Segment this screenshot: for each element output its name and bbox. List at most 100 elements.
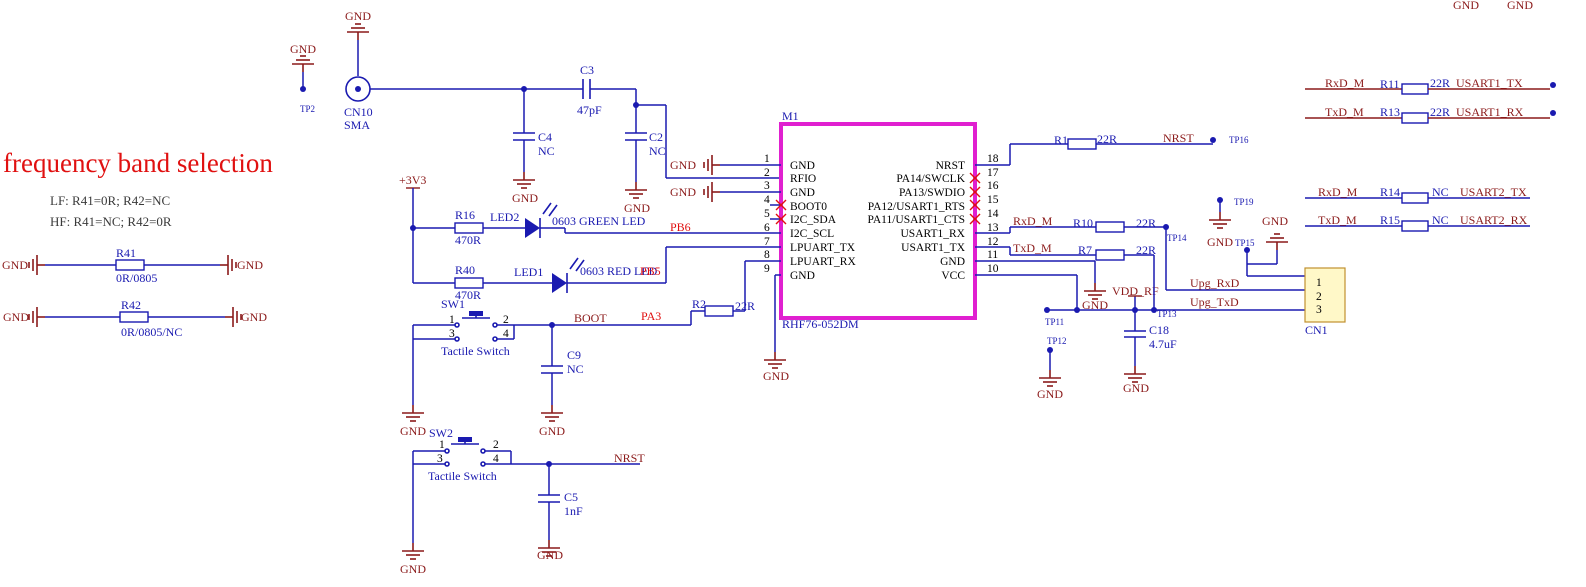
module-part: RHF76-052DM [782,317,859,331]
resistor-r10 [1095,221,1125,233]
pin-number: 4 [764,194,770,206]
sw2-ref: SW2 [429,426,453,440]
net-nrst: NRST [614,451,645,465]
gnd-label: GND [670,185,696,199]
r11-ref: R11 [1380,77,1400,91]
connector-cn1 [1304,267,1346,323]
r41-ref: R41 [116,246,136,260]
pin-name: RFIO [790,173,816,185]
note-hf: HF: R41=NC; R42=0R [50,214,172,229]
tp14-label: TP14 [1167,233,1187,243]
pin-number: 9 [764,263,770,275]
c18-ref: C18 [1149,323,1169,337]
pin-name: LPUART_RX [790,256,856,268]
gnd-label: GND [400,424,426,438]
pin-number: 11 [987,249,998,261]
r15-value: NC [1432,213,1449,227]
resistor-r11 [1401,83,1429,95]
c9-ref: C9 [567,348,581,362]
sw1-actuator [469,311,483,316]
pin-number: 16 [987,180,999,192]
gnd-symbol [703,181,721,203]
gnd-symbol [219,254,237,276]
gnd-label: GND [512,191,538,205]
gnd-symbol [624,181,648,199]
gnd-symbol [1208,211,1232,229]
pin-name: I2C_SCL [790,228,834,240]
module-m1-outline [779,122,977,320]
tp19-label: TP19 [1234,197,1254,207]
gnd-label: GND [763,369,789,383]
pin-number: 17 [987,167,999,179]
c18-value: 4.7uF [1149,337,1177,351]
pin-name: GND [790,270,815,282]
r11-value: 22R [1430,76,1450,90]
c3-ref: C3 [580,63,594,77]
resistor-r1 [1067,138,1097,150]
c9-value: NC [567,362,584,376]
led2-ref: LED2 [490,210,519,224]
tp13-label: TP13 [1157,309,1177,319]
gnd-label: GND [290,42,316,56]
page-title: frequency band selection [3,148,273,178]
pin-number: 12 [987,236,999,248]
gnd-symbol [224,306,242,328]
sw2-pin: 2 [493,439,499,451]
resistor-r7 [1095,249,1125,261]
gnd-symbol [540,404,564,422]
r1-value: 22R [1097,132,1117,146]
gnd-symbol [1083,282,1107,300]
cn1-pin: 3 [1316,304,1322,316]
gnd-label: GND [539,424,565,438]
net-rxd-m: RxD_M [1325,76,1365,90]
pin-number: 15 [987,194,999,206]
gnd-symbol [346,23,370,41]
gnd-symbol [512,171,536,189]
gnd-label: GND [241,310,267,324]
pin-name: LPUART_TX [790,242,856,254]
note-lf: LF: R41=0R; R42=NC [50,193,170,208]
cn10-ref: CN10 [344,105,373,119]
led2-diode [525,218,540,238]
gnd-label: GND [2,258,28,272]
led2-value: 0603 GREEN LED [552,214,646,228]
gnd-symbol [763,351,787,369]
sw1-pin: 2 [503,314,509,326]
net-pb6: PB6 [670,220,691,234]
led1-diode [552,273,567,293]
resistor-r40 [454,277,484,289]
gnd-label: GND [1037,387,1063,401]
pin-number: 18 [987,153,999,165]
r40-value: 470R [455,288,481,302]
net-upg-txd: Upg_TxD [1190,295,1239,309]
net-rxd-m: RxD_M [1013,214,1053,228]
net-txd-m: TxD_M [1325,105,1364,119]
net-pa3: PA3 [641,309,661,323]
gnd-symbol [1265,233,1289,251]
gnd-symbol [401,404,425,422]
net-usart2-rx: USART2_RX [1460,213,1528,227]
pin-name: I2C_SDA [790,214,837,226]
pin-name: GND [790,187,815,199]
pin-number: 3 [764,180,770,192]
gnd-label: GND [1453,0,1479,12]
net-rxd-m: RxD_M [1318,185,1358,199]
resistor-r16 [454,222,484,234]
r1-ref: R1 [1054,133,1068,147]
sw1-value: Tactile Switch [441,344,510,358]
r16-value: 470R [455,233,481,247]
pin-number: 13 [987,222,999,234]
pin-name: BOOT0 [790,201,827,213]
net-usart2-tx: USART2_TX [1460,185,1527,199]
r40-ref: R40 [455,263,475,277]
pin-number: 5 [764,208,770,220]
c4-ref: C4 [538,130,552,144]
r13-value: 22R [1430,105,1450,119]
sw2-actuator [458,437,472,442]
pin-name: USART1_RX [901,228,966,240]
c2-value: NC [649,144,666,158]
r14-ref: R14 [1380,185,1400,199]
pin-number: 1 [764,153,770,165]
sw2-pin: 1 [439,439,445,451]
